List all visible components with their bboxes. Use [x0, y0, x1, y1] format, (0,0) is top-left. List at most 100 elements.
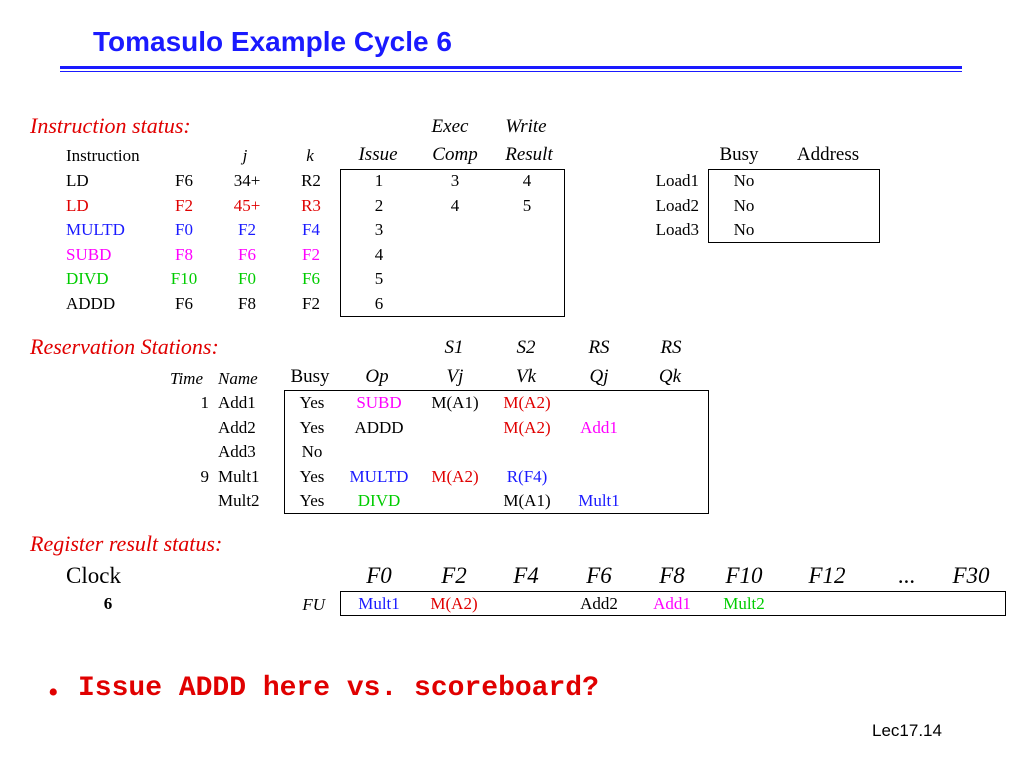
bullet-symbol: •: [48, 676, 59, 709]
s2-header: S2: [516, 337, 536, 358]
rs-busy: No: [301, 442, 323, 462]
rs-vk: M(A2): [503, 393, 551, 412]
clock-label: Clock: [66, 563, 121, 588]
rs-name: Add3: [218, 442, 256, 462]
register-fu: Mult1: [358, 594, 400, 613]
j-col-header: j: [242, 146, 248, 165]
register-status-box: [340, 591, 1006, 616]
load-buffer-name: Load2: [655, 195, 699, 215]
instr-dest: F2: [175, 195, 193, 215]
s1-header: S1: [444, 337, 464, 358]
register-name: F12: [808, 563, 846, 588]
instr-k: R3: [301, 195, 321, 215]
instr-issue: 1: [374, 171, 384, 190]
register-name: F30: [952, 563, 990, 588]
load-buffer-busy: No: [733, 220, 755, 240]
load-buffer-busy: No: [733, 171, 755, 190]
instr-k: F4: [302, 220, 320, 240]
bullet-text: Issue ADDD here vs. scoreboard?: [78, 673, 599, 704]
instr-name: DIVD: [66, 269, 109, 289]
title-rule: [60, 66, 962, 69]
rs-vj: M(A1): [431, 393, 479, 412]
rs-qj: Add1: [580, 417, 618, 437]
reservation-stations-label: Reservation Stations:: [30, 334, 219, 359]
rs-name: Add1: [218, 393, 256, 412]
instr-result: 5: [522, 195, 532, 215]
instr-dest: F10: [170, 269, 198, 289]
rs-busy: Yes: [299, 466, 325, 486]
register-name: F4: [513, 563, 539, 588]
rs-time: 1: [200, 393, 210, 412]
rs-busy: Yes: [299, 393, 325, 412]
rs-vk: M(A1): [503, 491, 551, 511]
register-name: F2: [441, 563, 467, 588]
instr-j: F0: [238, 269, 256, 289]
time-col-header: Time: [169, 369, 203, 388]
register-name: F6: [586, 563, 612, 588]
rs-op: ADDD: [354, 417, 404, 437]
register-status-label: Register result status:: [30, 531, 223, 556]
rs2-header: RS: [660, 337, 682, 358]
instr-dest: F8: [175, 244, 193, 264]
register-fu: Mult2: [723, 594, 765, 613]
load-buffer-name: Load3: [655, 220, 699, 240]
instr-issue: 3: [374, 220, 384, 240]
load-buffer-box: [708, 169, 880, 243]
clock-value: 6: [103, 594, 113, 613]
rs-vk: R(F4): [506, 466, 548, 486]
rs-qj: Mult1: [578, 491, 620, 511]
busy-col-header: Busy: [719, 144, 759, 165]
instr-result: 4: [522, 171, 532, 190]
instr-issue: 6: [374, 294, 384, 313]
rs-name: Mult1: [218, 466, 260, 486]
rs-vk: M(A2): [503, 417, 551, 437]
name-col-header: Name: [218, 369, 258, 388]
page-title: Tomasulo Example Cycle 6: [93, 26, 452, 57]
rs-op: DIVD: [357, 491, 401, 511]
instr-name: ADDD: [66, 294, 116, 313]
load-buffer-name: Load1: [655, 171, 699, 190]
instr-comp: 4: [450, 195, 460, 215]
issue-col-header: Issue: [358, 144, 398, 165]
instruction-status-box: [340, 169, 565, 317]
rs-op: SUBD: [356, 393, 402, 412]
instr-j: 34+: [233, 171, 261, 190]
instr-k: F6: [302, 269, 320, 289]
instr-dest: F6: [175, 171, 193, 190]
instr-name: LD: [66, 195, 89, 215]
result-col-header: Result: [505, 144, 553, 165]
instr-k: F2: [302, 244, 320, 264]
op-col-header: Op: [365, 366, 389, 387]
k-col-header: k: [306, 146, 314, 165]
register-name: F0: [366, 563, 392, 588]
instr-issue: 2: [374, 195, 384, 215]
rs-name: Mult2: [218, 491, 260, 511]
instr-j: F2: [238, 220, 256, 240]
reservation-stations-box: [284, 390, 709, 514]
load-buffer-busy: No: [733, 195, 755, 215]
rs-op: MULTD: [349, 466, 409, 486]
write-header: Write: [505, 116, 547, 137]
instr-comp: 3: [450, 171, 460, 190]
instr-j: F8: [238, 294, 256, 313]
register-fu: Add1: [653, 594, 691, 613]
qk-col-header: Qk: [658, 366, 682, 387]
register-name: F10: [725, 563, 763, 588]
instr-name: LD: [66, 171, 89, 190]
instr-k: F2: [302, 294, 320, 313]
rs-time: 9: [200, 466, 210, 486]
instr-dest: F0: [175, 220, 193, 240]
instruction-col-header: Instruction: [66, 146, 140, 165]
exec-header: Exec: [431, 116, 469, 137]
register-fu: M(A2): [430, 594, 478, 613]
vk-col-header: Vk: [515, 366, 537, 387]
instr-k: R2: [301, 171, 321, 190]
fu-label: FU: [302, 595, 325, 614]
rs-vj: M(A2): [431, 466, 479, 486]
title-rule-thin: [60, 71, 962, 72]
rs-busy-col-header: Busy: [290, 366, 330, 387]
qj-col-header: Qj: [589, 366, 609, 387]
rs-busy: Yes: [299, 417, 325, 437]
rs-name: Add2: [218, 417, 256, 437]
comp-col-header: Comp: [432, 144, 478, 165]
